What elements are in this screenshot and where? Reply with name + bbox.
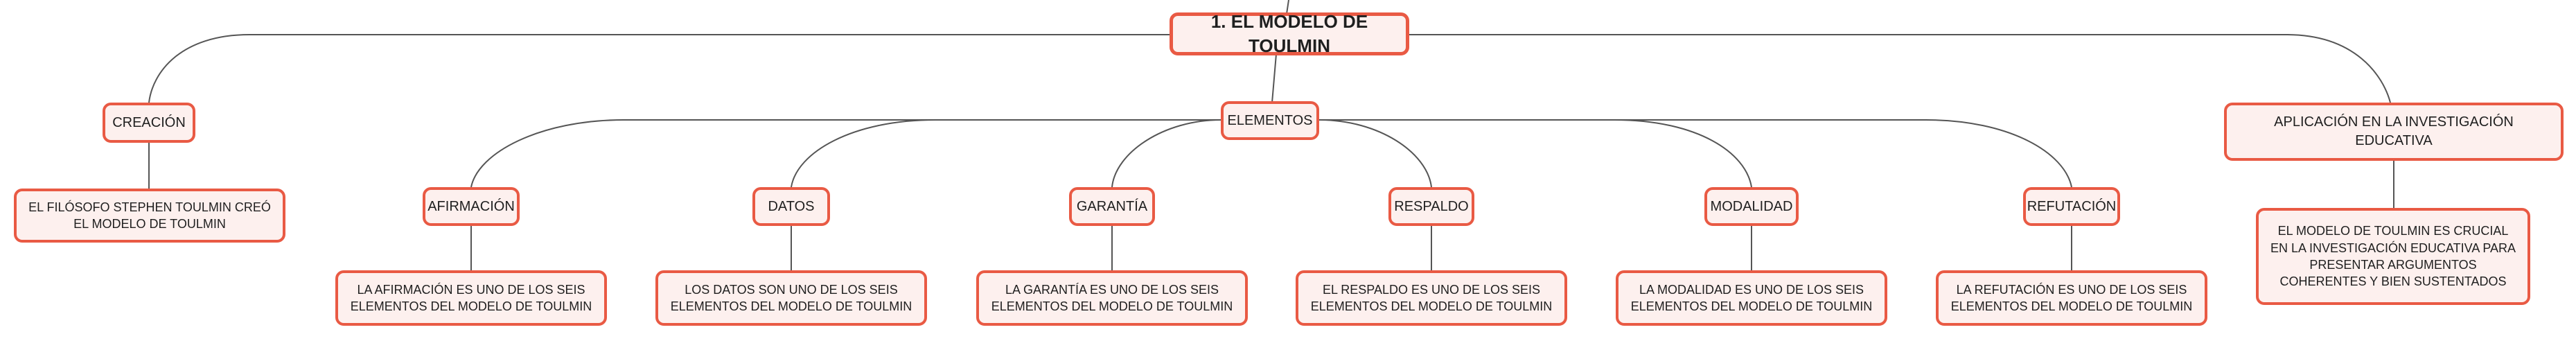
edge-elementos-garantia — [1111, 119, 1221, 188]
datos-node[interactable]: DATOS — [752, 187, 830, 226]
datos-detail[interactable]: LOS DATOS SON UNO DE LOS SEIS ELEMENTOS … — [655, 270, 927, 326]
elementos-node[interactable]: ELEMENTOS — [1221, 101, 1319, 140]
modalidad-node[interactable]: MODALIDAD — [1704, 187, 1799, 226]
creacion-detail[interactable]: EL FILÓSOFO STEPHEN TOULMIN CREÓ EL MODE… — [14, 189, 285, 243]
respaldo-node[interactable]: RESPALDO — [1388, 187, 1474, 226]
modalidad-detail[interactable]: LA MODALIDAD ES UNO DE LOS SEIS ELEMENTO… — [1616, 270, 1887, 326]
garantia-node[interactable]: GARANTÍA — [1069, 187, 1155, 226]
edge-root-elementos — [1271, 53, 1277, 103]
edge-top — [1286, 0, 1289, 15]
refutacion-detail[interactable]: LA REFUTACIÓN ES UNO DE LOS SEIS ELEMENT… — [1936, 270, 2207, 326]
edge-elementos-datos — [791, 119, 1221, 188]
edge-root-creacion — [148, 34, 1171, 103]
garantia-detail[interactable]: LA GARANTÍA ES UNO DE LOS SEIS ELEMENTOS… — [976, 270, 1248, 326]
aplicacion-node[interactable]: APLICACIÓN EN LA INVESTIGACIÓN EDUCATIVA — [2224, 103, 2564, 161]
creacion-node[interactable]: CREACIÓN — [103, 103, 195, 143]
afirmacion-detail[interactable]: LA AFIRMACIÓN ES UNO DE LOS SEIS ELEMENT… — [335, 270, 607, 326]
edge-elementos-modalidad — [1319, 119, 1752, 188]
edge-elementos-afirmacion — [470, 119, 1221, 188]
respaldo-detail[interactable]: EL RESPALDO ES UNO DE LOS SEIS ELEMENTOS… — [1296, 270, 1567, 326]
afirmacion-node[interactable]: AFIRMACIÓN — [423, 187, 520, 226]
edge-elementos-respaldo — [1318, 119, 1432, 188]
root-node[interactable]: 1. EL MODELO DE TOULMIN — [1170, 11, 1409, 56]
edge-elementos-refutacion — [1319, 119, 2072, 188]
refutacion-node[interactable]: REFUTACIÓN — [2023, 187, 2120, 226]
aplicacion-detail[interactable]: EL MODELO DE TOULMIN ES CRUCIAL EN LA IN… — [2256, 208, 2530, 305]
edge-root-aplicacion — [1406, 34, 2391, 103]
